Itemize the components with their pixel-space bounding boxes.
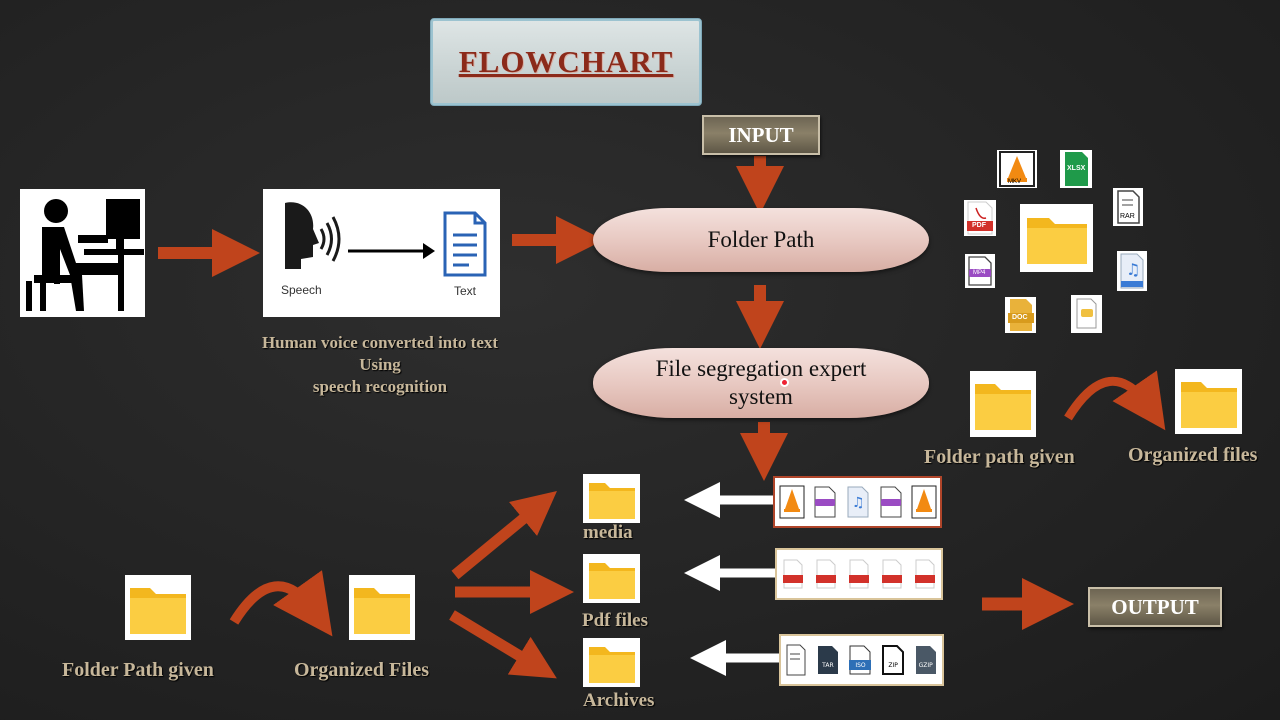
- pdf-strip-icon-2: [816, 559, 837, 589]
- mkv-tag: MKV: [1008, 179, 1022, 185]
- vlc-cone-icon-2: [911, 485, 936, 519]
- speech-caption-line3: speech recognition: [312, 377, 448, 396]
- rar-file-icon: RAR: [1113, 188, 1143, 226]
- pdf-strip-icon-5: [914, 559, 935, 589]
- speech-to-text-panel: Speech Text: [263, 189, 500, 317]
- iso-strip-icon: ISO: [847, 644, 873, 676]
- curved-arrow-bottom: [229, 570, 333, 637]
- folder-path-label: Folder Path: [707, 227, 815, 252]
- output-label-box: OUTPUT: [1088, 587, 1222, 627]
- right-given-caption: Folder path given: [924, 446, 1075, 468]
- speech-to-text-graphic: [285, 202, 487, 277]
- right-given-folder-icon: [970, 371, 1036, 437]
- mp4-strip-icon-2: [880, 486, 901, 518]
- rar-tag: RAR: [1120, 213, 1135, 220]
- zip-strip-icon: ZIP: [880, 644, 906, 676]
- media-label: media: [583, 522, 633, 543]
- speaking-head-icon: [285, 202, 341, 269]
- gzip-strip-icon: GZIP: [913, 644, 939, 676]
- mp4-file-icon: MP4: [965, 254, 995, 288]
- input-label-box: INPUT: [702, 115, 820, 155]
- arrow-fan-archives: [449, 610, 557, 679]
- bottom-organized-caption: Organized Files: [294, 659, 429, 681]
- curved-arrow-right: [1064, 370, 1166, 431]
- bottom-organized-folder-icon: [349, 575, 415, 640]
- flowchart-title: FLOWCHART: [458, 44, 674, 79]
- archives-folder-icon: [583, 638, 640, 687]
- media-folder-icon: [583, 474, 640, 523]
- pdf-file-icon: PDF: [964, 200, 996, 236]
- tar-strip-icon: TAR: [815, 644, 841, 676]
- person-at-computer-icon: [26, 199, 144, 311]
- speech-caption-line2: Using: [359, 355, 401, 374]
- cursor-dot: [780, 378, 789, 387]
- svg-text:♫: ♫: [1126, 260, 1140, 279]
- pdf-folder-icon: [583, 554, 640, 603]
- xlsx-tag: XLSX: [1067, 165, 1086, 172]
- speech-caption: Human voice converted into text Using sp…: [230, 332, 530, 398]
- flowchart-title-scroll: FLOWCHART: [430, 18, 702, 106]
- person-computer-panel: [20, 189, 145, 317]
- pdf-strip-icon-1: [783, 559, 804, 589]
- folder-path-node: Folder Path: [593, 208, 929, 272]
- mkv-file-icon: MKV: [997, 150, 1037, 188]
- xlsx-file-icon: XLSX: [1060, 150, 1092, 188]
- speech-caption-line1: Human voice converted into text: [261, 333, 499, 352]
- media-files-strip: ♫: [773, 476, 942, 528]
- source-folder-icon: [1020, 204, 1093, 272]
- segregation-label-line1: File segregation expert: [655, 356, 867, 381]
- input-label: INPUT: [728, 122, 794, 147]
- archive-files-strip: TAR ISO ZIP GZIP: [779, 634, 944, 686]
- pdf-files-strip: [775, 548, 943, 600]
- pdf-strip-icon-4: [881, 559, 902, 589]
- audio-file-icon: ♫: [1117, 251, 1147, 291]
- mp4-tag: MP4: [973, 270, 986, 276]
- pdf-strip-icon-3: [848, 559, 869, 589]
- pdf-tag: PDF: [972, 222, 986, 229]
- right-organized-folder-icon: [1175, 369, 1242, 434]
- bottom-given-caption: Folder Path given: [62, 659, 214, 681]
- archives-label: Archives: [583, 690, 655, 711]
- speech-label: Speech: [281, 283, 322, 297]
- generic-file-icon: [1071, 295, 1102, 333]
- bottom-given-folder-icon: [125, 575, 191, 640]
- svg-text:♫: ♫: [852, 495, 865, 511]
- doc-tag: DOC: [1012, 314, 1028, 321]
- doc-file-icon: DOC: [1005, 297, 1036, 333]
- document-icon: [443, 211, 487, 277]
- output-label: OUTPUT: [1111, 594, 1199, 619]
- music-note-icon: ♫: [847, 486, 868, 518]
- text-label: Text: [454, 284, 477, 298]
- vlc-cone-icon: [779, 485, 804, 519]
- segregation-label-line2: system: [729, 384, 793, 409]
- pdf-files-label: Pdf files: [582, 610, 648, 631]
- right-organized-caption: Organized files: [1128, 444, 1258, 466]
- rar-strip-icon: [786, 644, 806, 676]
- arrow-fan-media: [451, 491, 557, 580]
- mp4-strip-icon: [814, 486, 835, 518]
- segregation-node: File segregation expert system: [593, 348, 929, 418]
